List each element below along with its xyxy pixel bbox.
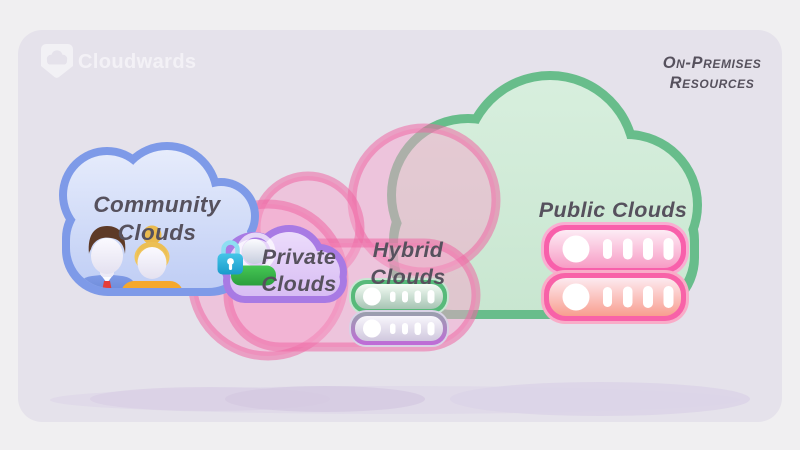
ground-shadow: [50, 382, 750, 416]
on-premises-label-line2: Resources: [670, 74, 755, 92]
hybrid-clouds-label-line1: Hybrid: [373, 238, 444, 262]
lock-icon: [217, 240, 243, 275]
server-pink-icon-top: [541, 222, 689, 276]
server-pink-icon-bottom: [541, 270, 689, 324]
logo-text: Cloudwards: [78, 51, 196, 73]
businessman-icon: [78, 226, 136, 288]
businesswoman-icon: [121, 225, 183, 288]
hybrid-clouds-label-line2: Clouds: [370, 265, 445, 289]
community-clouds-label-line2: Clouds: [118, 220, 197, 245]
private-clouds-label-line2: Clouds: [261, 272, 336, 296]
public-clouds-label: Public Clouds: [539, 198, 688, 222]
cloud-badge-cutout: [46, 50, 68, 65]
community-cloud: [59, 142, 259, 296]
server-green-icon: [349, 278, 449, 315]
on-premises-label-line1: On-Premises: [663, 54, 762, 72]
community-clouds-label-line1: Community: [93, 192, 221, 217]
private-clouds-label-line1: Private: [262, 245, 337, 269]
logo: Cloudwards: [41, 44, 196, 78]
server-purple-icon: [349, 310, 449, 347]
private-cloud: [217, 225, 347, 303]
